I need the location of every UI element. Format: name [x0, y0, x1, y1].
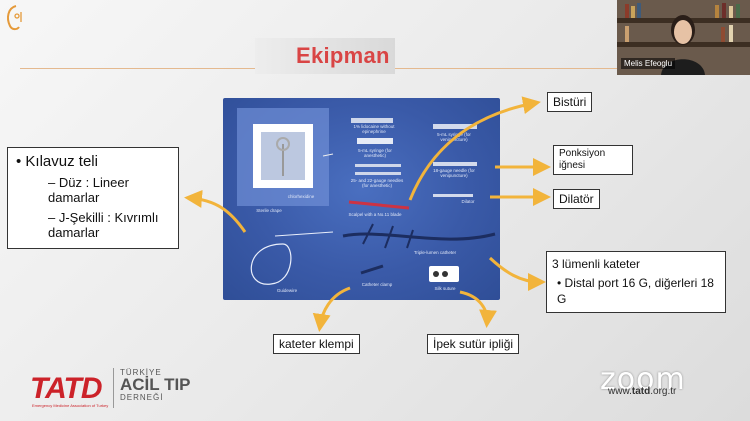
label-ponksiyon: Ponksiyon iğnesi — [553, 145, 633, 175]
photo-label-chlorhexidine: chlorhexidine — [287, 194, 315, 199]
photo-label-scalpel: Scalpel with a No.11 blade — [348, 212, 402, 217]
org-line1: TÜRKİYE — [120, 368, 162, 377]
org-name: TÜRKİYE ACİL TIP DERNEĞİ — [120, 368, 191, 402]
slide-title: Ekipman — [296, 43, 390, 68]
arrow-catheter — [488, 256, 546, 291]
photo-label-sterile-drape: Sterile drape — [256, 208, 282, 213]
label-bisturi: Bistüri — [547, 92, 593, 112]
tatd-logo-subtitle: Emergency Medicine Association of Turkey — [32, 403, 109, 408]
zoom-watermark: zoom — [600, 362, 686, 397]
photo-label-dilator: Dilator — [461, 199, 475, 204]
label-catheter-clamp: kateter klempi — [273, 334, 360, 354]
tatd-logo: TATD — [30, 372, 103, 405]
photo-label-guidewire: Guidewire — [276, 288, 298, 293]
equipment-photo: Sterile drape chlorhexidine 1% lidocaine… — [223, 98, 500, 300]
arrow-bisturi — [408, 96, 541, 201]
org-line3: DERNEĞİ — [120, 393, 164, 402]
label-silk-suture: İpek sutür ipliği — [427, 334, 520, 354]
catheter-title: 3 lümenli kateter — [552, 257, 641, 271]
footer-divider — [113, 368, 114, 408]
arrow-suture — [459, 290, 497, 328]
org-line2: ACİL TIP — [120, 375, 191, 394]
photo-label-needles: 25- and 22-gauge needles (for anesthetic… — [350, 178, 404, 188]
photo-label-syringe-anesthetic: 5-mL syringe (for anesthetic) — [358, 148, 392, 158]
guidewire-item-j: – J-Şekilli : Kıvrımlı damarlar — [48, 210, 159, 240]
label-dilator: Dilatör — [553, 189, 600, 209]
website-url: www.tatd.org.tr — [608, 386, 677, 397]
title-band — [255, 38, 395, 74]
signature-logo-icon — [7, 5, 22, 31]
guidewire-item-straight: – Düz : Lineer damarlar — [48, 175, 129, 205]
guidewire-main: • Kılavuz teli — [16, 153, 98, 170]
arrow-guidewire — [184, 189, 247, 233]
participant-person — [661, 15, 705, 75]
participant-name: Melis Efeoglu — [621, 58, 676, 69]
catheter-box: 3 lümenli kateter • Distal port 16 G, di… — [546, 251, 726, 313]
photo-label-triple-lumen: Triple-lumen catheter — [413, 250, 457, 255]
guidewire-box: • Kılavuz teli – Düz : Lineer damarlar –… — [7, 147, 179, 249]
photo-label-lidocaine: 1% lidocaine without epinephrine — [353, 124, 395, 134]
arrow-clamp — [312, 286, 351, 332]
photo-label-silk-suture: Silk suture — [434, 286, 456, 291]
photo-label-catheter-clamp: Catheter clamp — [361, 282, 393, 287]
photo-label-needle18: 18-gauge needle (for venipuncture) — [433, 168, 475, 178]
participant-video-tile[interactable]: Melis Efeoglu — [617, 0, 750, 75]
catheter-item: • Distal port 16 G, diğerleri 18 G — [557, 276, 714, 306]
